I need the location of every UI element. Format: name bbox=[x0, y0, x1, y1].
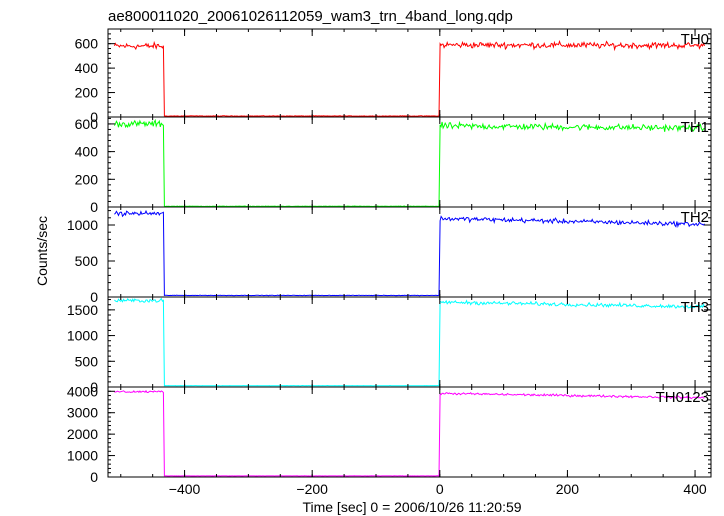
y-tick-label: 400 bbox=[75, 144, 99, 160]
series-line-th0123 bbox=[114, 389, 705, 477]
y-tick-label: 400 bbox=[75, 60, 99, 76]
panel-th1: 0 200 400 600 TH1 bbox=[75, 116, 712, 215]
series-label-th2: TH2 bbox=[681, 209, 709, 226]
panel-frame bbox=[107, 116, 712, 208]
y-tick-label: 0 bbox=[90, 289, 98, 305]
series-line-th3 bbox=[114, 297, 705, 387]
y-tick-label: 0 bbox=[90, 109, 98, 125]
series-label-th0: TH0 bbox=[681, 31, 709, 48]
y-tick-label: 1500 bbox=[67, 302, 98, 318]
x-tick-label: −200 bbox=[296, 481, 328, 497]
panel-th3: 0 500 1000 1500 TH3 bbox=[67, 296, 712, 395]
y-axis-label: Counts/sec bbox=[34, 216, 50, 286]
y-tick-label: 1000 bbox=[67, 217, 98, 233]
x-tick-label: 0 bbox=[436, 481, 444, 497]
y-tick-label: 4000 bbox=[67, 383, 98, 399]
y-tick-label: 1000 bbox=[67, 328, 98, 344]
y-tick-label: 0 bbox=[90, 199, 98, 215]
x-axis-label: Time [sec] 0 = 2006/10/26 11:20:59 bbox=[302, 499, 521, 515]
y-tick-label: 1000 bbox=[67, 448, 98, 464]
y-tick-label: 600 bbox=[75, 36, 99, 52]
y-tick-label: 200 bbox=[75, 171, 99, 187]
panel-th0123: 0 1000 2000 3000 4000 TH0123 bbox=[67, 383, 712, 485]
y-tick-label: 500 bbox=[75, 353, 99, 369]
y-tick-label: 0 bbox=[90, 469, 98, 485]
y-tick-label: 500 bbox=[75, 253, 99, 269]
series-label-th3: TH3 bbox=[681, 299, 709, 316]
panel-frame bbox=[107, 296, 712, 388]
x-tick-labels: −400 −200 0 200 400 bbox=[169, 481, 707, 497]
series-label-th1: TH1 bbox=[681, 119, 709, 136]
series-line-th0 bbox=[113, 39, 705, 117]
panel-th0: 0 200 400 600 TH0 bbox=[75, 28, 712, 125]
x-tick-label: −400 bbox=[169, 481, 201, 497]
y-tick-label: 3000 bbox=[67, 405, 98, 421]
series-label-th0123: TH0123 bbox=[656, 389, 709, 406]
series-line-th1 bbox=[113, 118, 705, 208]
x-tick-label: 200 bbox=[556, 481, 580, 497]
panel-th2: 0 500 1000 TH2 bbox=[67, 206, 712, 305]
y-tick-label: 2000 bbox=[67, 426, 98, 442]
y-tick-label: 0 bbox=[90, 379, 98, 395]
y-tick-label: 600 bbox=[75, 116, 99, 132]
panel-frame bbox=[107, 28, 712, 118]
chart-title: ae800011020_20061026112059_wam3_trn_4ban… bbox=[108, 8, 513, 25]
panel-frame bbox=[107, 206, 712, 298]
x-tick-label: 400 bbox=[683, 481, 707, 497]
y-tick-label: 200 bbox=[75, 85, 99, 101]
series-line-th2 bbox=[114, 209, 705, 297]
panel-frame bbox=[107, 386, 712, 478]
